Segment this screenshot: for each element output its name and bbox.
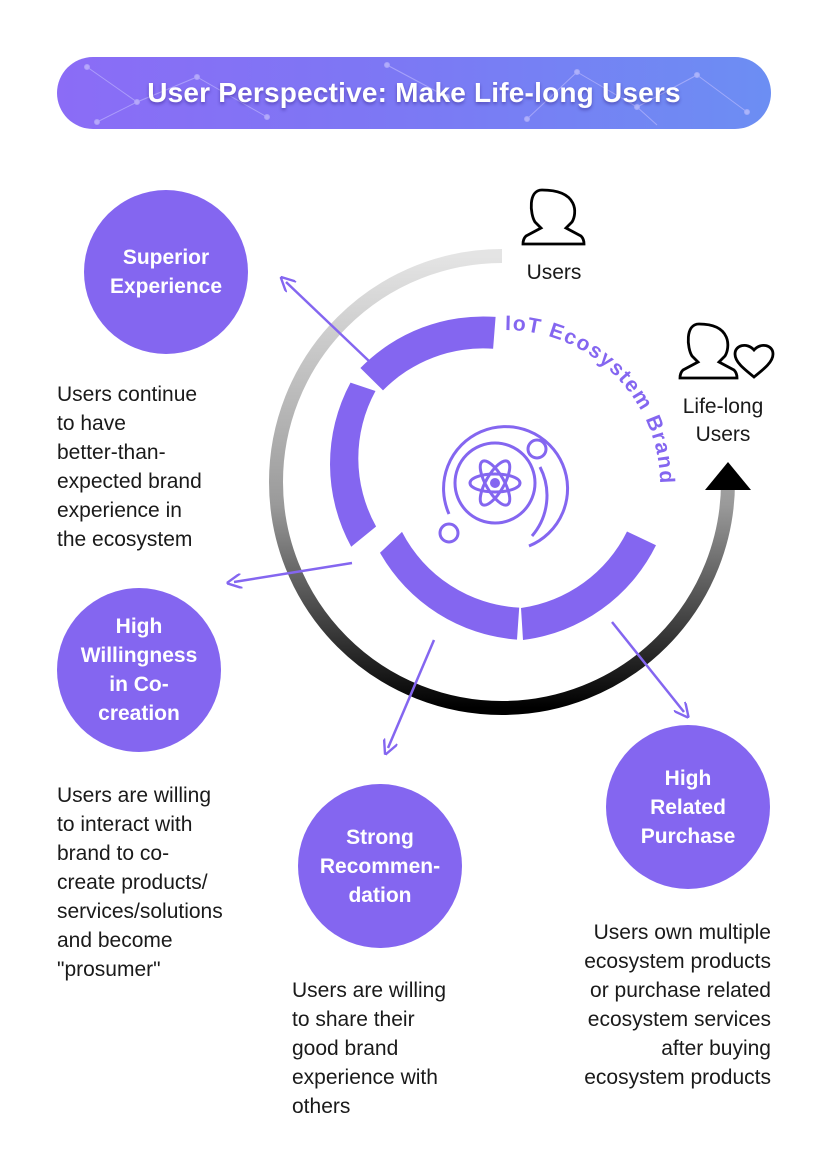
network-pattern [84, 62, 750, 126]
ring-segment-1 [360, 316, 496, 391]
pointer-superior [286, 282, 371, 363]
pointer-purchase [611, 621, 684, 712]
ring-segment-2 [330, 382, 377, 547]
related-purchase-description: Users own multiple ecosystem products or… [584, 921, 771, 1089]
journey-arrowhead [705, 462, 751, 490]
ring-segment-4 [521, 531, 656, 640]
recommendation-title: Strong Recommen- dation [319, 825, 441, 907]
user-heart-icon [678, 322, 775, 380]
pointer-recommendation [388, 639, 436, 748]
recommendation-circle: Strong Recommen- dation [298, 784, 462, 948]
journey-arc [269, 249, 735, 715]
co-creation-title: High Willingness in Co- creation [80, 615, 198, 725]
co-creation-circle: High Willingness in Co- creation [57, 588, 221, 752]
co-creation-description: Users are willing to interact with brand… [57, 784, 223, 981]
superior-experience-title: Superior Experience [109, 246, 223, 298]
lifelong-users-label: Life-long Users [682, 395, 764, 446]
recommendation-description: Users are willing to share their good br… [292, 979, 447, 1118]
page-title: User Perspective: Make Life-long Users [147, 77, 681, 108]
ring-label: IoT Ecosystem Brand [505, 312, 678, 485]
ring-label-path: IoT Ecosystem Brand [505, 312, 677, 485]
pointer-cocreation [234, 561, 353, 582]
atom-orbit-icon [438, 425, 570, 548]
ecosystem-ring [330, 316, 656, 640]
related-purchase-circle: High Related Purchase [606, 725, 770, 889]
ring-segment-3 [380, 531, 520, 640]
superior-experience-circle: Superior Experience [84, 190, 248, 354]
superior-experience-description: Users continue to have better-than- expe… [57, 383, 202, 551]
related-purchase-title: High Related Purchase [640, 766, 736, 848]
users-label: Users [526, 261, 582, 284]
user-icon [521, 188, 586, 246]
title-banner: User Perspective: Make Life-long Users [57, 57, 771, 129]
